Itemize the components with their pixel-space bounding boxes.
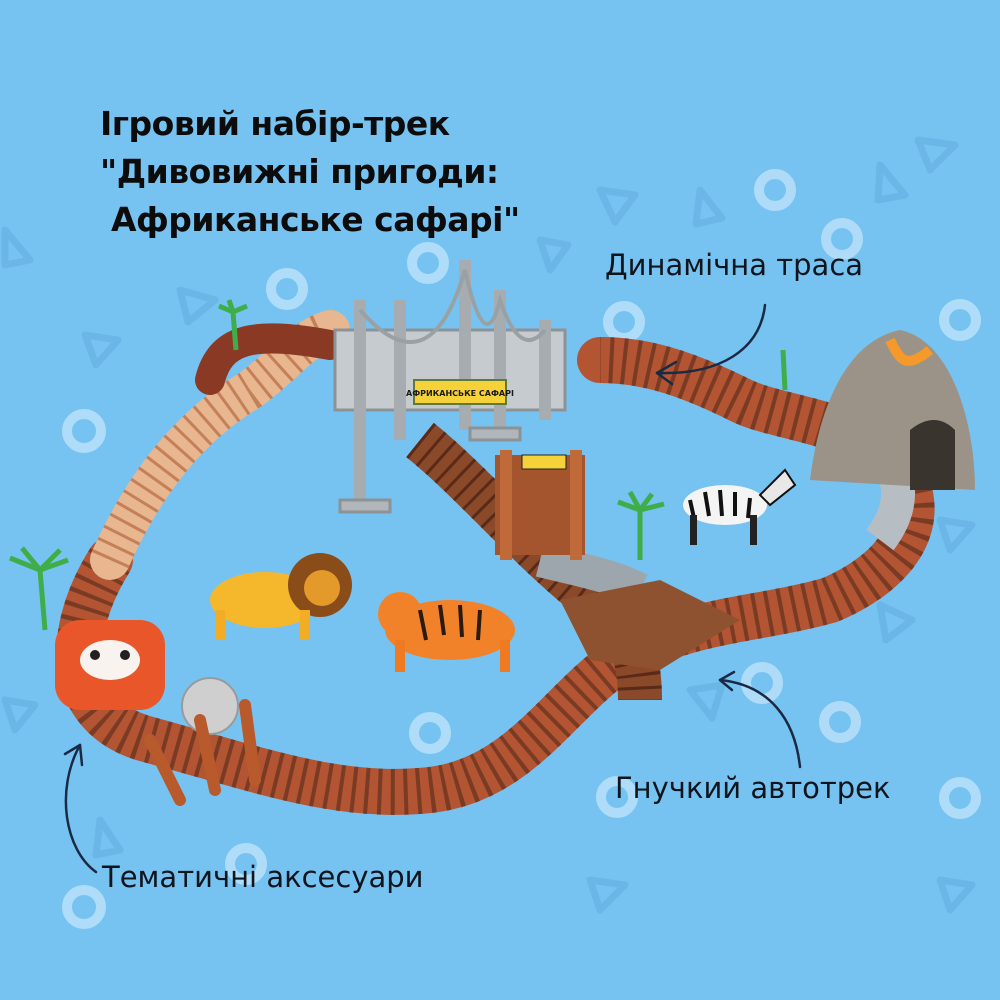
triangle-icon <box>686 681 726 722</box>
arrow-dynamic-track-icon <box>655 303 767 375</box>
ring-icon <box>939 777 981 819</box>
lion-figure <box>210 553 352 640</box>
triangle-icon <box>936 516 976 554</box>
tiger-figure <box>378 592 515 672</box>
triangle-icon <box>536 236 572 274</box>
ring-icon <box>596 776 638 818</box>
title-line-2: "Дивовижні пригоди: <box>100 152 499 191</box>
ring-icon <box>62 409 106 453</box>
triangle-icon <box>81 331 122 369</box>
title-line-1: Ігровий набір-трек <box>100 104 450 143</box>
track-junction <box>560 580 740 670</box>
arrow-accessories-icon <box>64 743 98 874</box>
triangle-icon <box>586 876 629 914</box>
ring-icon <box>62 885 106 929</box>
bridge-sign <box>413 379 507 405</box>
triangle-icon <box>176 286 219 326</box>
zebra-figure <box>683 468 797 545</box>
triangle-icon <box>1 226 34 269</box>
palm-tree <box>9 299 788 631</box>
triangle-icon <box>692 186 726 228</box>
triangle-icon <box>92 816 124 859</box>
tiger-car <box>55 620 165 710</box>
ring-icon <box>407 242 449 284</box>
ring-icon <box>603 301 645 343</box>
ring-icon <box>409 712 451 754</box>
ring-icon <box>819 701 861 743</box>
fence-accessory <box>144 699 261 806</box>
ring-icon <box>741 662 783 704</box>
title-line-3: Африканське сафарі" <box>100 200 520 239</box>
gate <box>495 450 585 560</box>
ring-icon <box>225 843 267 885</box>
callout-flexible-track: Гнучкий автотрек <box>615 771 891 805</box>
triangle-icon <box>1 696 39 734</box>
ring-icon <box>939 299 981 341</box>
callout-dynamic-track: Динамічна траса <box>605 248 864 282</box>
triangle-icon <box>874 161 909 204</box>
triangle-icon <box>936 876 976 914</box>
triangle-icon <box>914 136 959 174</box>
triangle-icon <box>596 186 639 226</box>
callout-themed-accessories: Тематичні аксесуари <box>102 860 424 894</box>
svg-text:АФРИКАНСЬКЕ САФАРІ: АФРИКАНСЬКЕ САФАРІ <box>406 389 514 398</box>
arrow-flexible-track-icon <box>718 678 802 769</box>
triangle-icon <box>876 601 916 644</box>
ring-icon <box>754 169 796 211</box>
ring-icon <box>266 268 308 310</box>
ring-icon <box>821 218 863 260</box>
page-title: Ігровий набір-трек "Дивовижні пригоди: А… <box>100 100 520 244</box>
